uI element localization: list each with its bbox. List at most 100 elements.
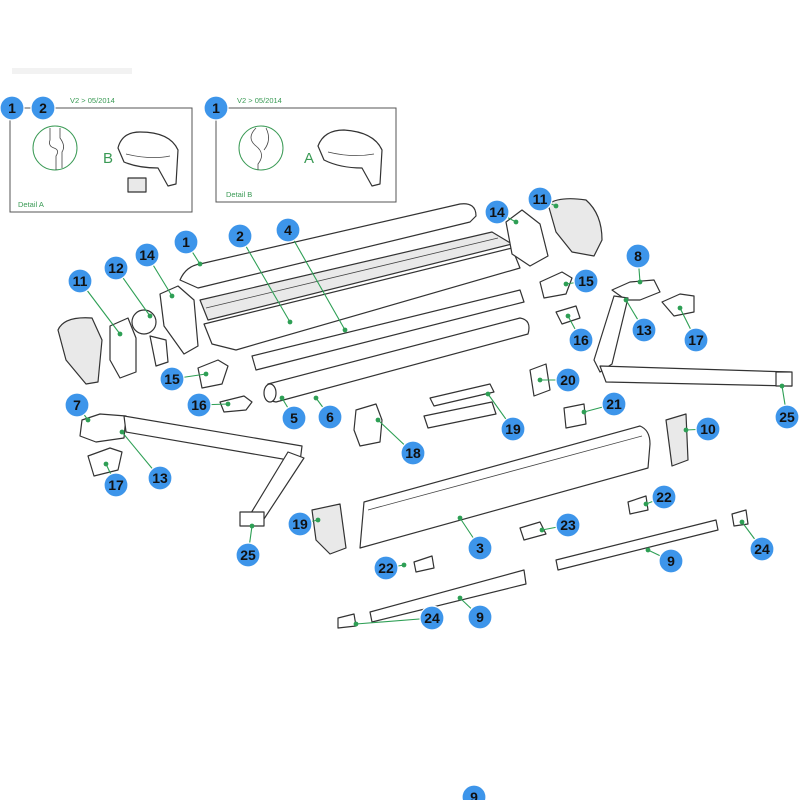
callout-number: 3 [476,540,484,556]
callout-number: 14 [139,247,155,263]
callout-number: 11 [533,191,548,207]
callout-number: 24 [754,541,770,557]
part-front-rail [203,247,521,351]
callout-bubble: 14 [484,199,510,225]
callout-bubble-circle [275,217,301,243]
callout-number: 15 [578,273,594,289]
detail-b-profile [250,127,262,170]
part-12-motor [131,309,157,335]
part-left-bracket [159,285,199,355]
callout-bubble: 17 [683,327,709,353]
callout-bubble-circle [103,255,129,281]
callout-bubble-circle [0,95,25,121]
callout-bubble: 23 [555,512,581,538]
leader-dot [537,377,543,383]
callout-bubble-circle [173,229,199,255]
callout-bubble-circle [625,243,651,269]
callout-bubble: 25 [774,404,800,430]
callout-bubble-circle [186,392,212,418]
callout-bubble: 6 [317,404,343,430]
callout-bubble: 9 [658,548,684,574]
leader-line [355,617,433,625]
callout-number: 20 [560,372,576,388]
callout-bubble: 24 [749,536,775,562]
callout-bubble: 10 [695,416,721,442]
callout-number: 23 [560,517,576,533]
leader-dot [249,523,255,529]
leader-dot [353,621,359,627]
callout-bubble: 19 [287,511,313,537]
part-25-right [775,371,793,387]
callout-number: 21 [606,396,622,412]
part-10 [665,413,689,467]
callout-bubble-circle [601,391,627,417]
leader-dot [225,401,231,407]
callout-bubble: 4 [275,217,301,243]
callout-bubble-circle [774,404,800,430]
callout-number: 22 [378,560,394,576]
part-13-right-arm [593,295,629,373]
leader-dot [315,517,321,523]
part-15-right [539,271,573,299]
detail-b-label: Detail B [226,190,252,199]
detail-b-version: V2 > 05/2014 [237,96,282,105]
callout-bubble-circle [467,604,493,630]
detail-a-profile [49,128,58,170]
callout-bubble-circle [749,536,775,562]
leader-dot [563,281,569,287]
callout-number: 24 [424,610,440,626]
callout-bubble-circle [500,416,526,442]
callout-number: 15 [164,371,180,387]
detail-b-magnifier [238,125,284,171]
callout-number: 9 [476,609,484,625]
callout-bubble: 16 [186,392,212,418]
part-19-top [429,383,495,407]
callout-number: 8 [634,248,642,264]
callout-number: 17 [688,332,704,348]
callout-bubble-circle [103,472,129,498]
callout-bubble: 21 [601,391,627,417]
leader-dot [637,279,643,285]
callout-bubble-circle [235,542,261,568]
leader-dot [457,595,463,601]
leader-dot [147,313,153,319]
detail-b: V2 > 05/2014 Detail B A [215,96,397,203]
part-19-endcap [311,503,347,555]
part-lower-strip [251,289,525,371]
leader-dot [457,515,463,521]
callout-number: 6 [326,409,334,425]
leader-dot [565,313,571,319]
part-3-cassette [359,425,651,549]
callout-number: 25 [240,547,256,563]
leader-dot [203,371,209,377]
callout-number: 1 [212,100,220,116]
callout-bubble-circle [134,242,160,268]
callout-bubble: 3 [467,535,493,561]
part-9-bar-right [555,519,719,571]
callout-number: 19 [505,421,521,437]
leader-dot [677,305,683,311]
detail-b-endcap [317,129,383,187]
callout-bubble: 13 [147,465,173,491]
part-18 [353,403,383,447]
callout-number: 22 [656,489,672,505]
part-24-right [731,509,749,527]
callout-bubble-circle [658,548,684,574]
callout-bubble-circle [147,465,173,491]
detail-b-letter: A [304,150,314,167]
leader-dot [375,417,381,423]
callout-bubble: 5 [281,405,307,431]
callout-number: 2 [39,100,47,116]
leader-line [239,235,291,323]
leader-dot [779,383,785,389]
detail-a-endcap [117,131,179,187]
callout-bubble: 9 [461,784,487,800]
callout-bubble-circle [461,784,487,800]
part-19-bottom [423,401,497,429]
callout-bubble: 25 [235,542,261,568]
part-24-left [337,613,357,629]
callout-bubble: 15 [159,366,185,392]
callout-bubble-circle [227,223,253,249]
callout-number: 9 [667,553,675,569]
